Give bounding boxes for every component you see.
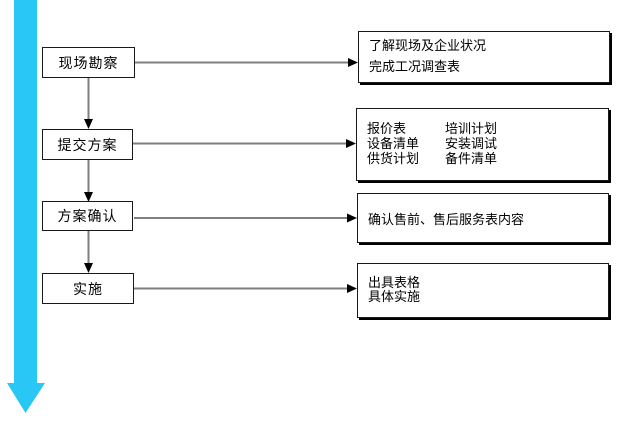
detail-line: 报价表 — [367, 122, 407, 137]
detail-line: 供货计划 — [367, 152, 420, 167]
step-box-implementation: 实施 — [42, 273, 134, 304]
step-box-submit-proposal: 提交方案 — [42, 129, 133, 160]
detail-line: 出具表格 — [368, 275, 421, 291]
right-arrowhead-icon — [347, 284, 357, 293]
step-box-proposal-confirmation: 方案确认 — [42, 201, 133, 231]
detail-line: 完成工况调查表 — [369, 60, 461, 75]
connector-step3-step4 — [84, 231, 93, 273]
step-box-site-survey: 现场勘察 — [42, 47, 135, 78]
detail-line: 具体实施 — [368, 289, 421, 305]
detail-column-right: 培训计划 安装调试 备件清单 — [445, 122, 604, 167]
right-arrowhead-icon — [347, 213, 357, 223]
detail-box-proposal-documents: 报价表 设备清单 供货计划 培训计划 安装调试 备件清单 — [356, 108, 609, 181]
right-arrowhead-icon — [348, 58, 358, 67]
connector-step1-step2 — [84, 78, 93, 129]
detail-columns: 报价表 设备清单 供货计划 培训计划 安装调试 备件清单 — [367, 122, 604, 167]
detail-line: 设备清单 — [367, 137, 420, 152]
detail-column-left: 报价表 设备清单 供货计划 — [367, 122, 445, 167]
right-arrowhead-icon — [346, 139, 356, 148]
detail-box-site-survey: 了解现场及企业状况 完成工况调查表 — [358, 31, 610, 83]
step-label: 现场勘察 — [58, 55, 119, 72]
step-label: 方案确认 — [57, 209, 118, 225]
connector-step1-detail1 — [135, 58, 358, 67]
connector-step2-step3 — [84, 160, 93, 202]
down-arrowhead-icon — [84, 263, 93, 273]
detail-line: 培训计划 — [445, 122, 498, 137]
step-label: 提交方案 — [57, 137, 118, 154]
connector-step4-detail4 — [134, 284, 357, 293]
detail-line: 安装调试 — [445, 137, 498, 152]
big-down-arrow-icon — [7, 0, 45, 413]
detail-box-implementation: 出具表格 具体实施 — [357, 263, 609, 318]
connector-step3-detail3 — [134, 213, 357, 223]
down-arrowhead-icon — [84, 192, 93, 202]
detail-line: 确认售前、售后服务表内容 — [368, 212, 525, 228]
detail-line: 了解现场及企业状况 — [369, 39, 487, 54]
step-label: 实施 — [73, 281, 103, 298]
detail-box-service-confirmation: 确认售前、售后服务表内容 — [357, 193, 609, 243]
detail-line: 备件清单 — [445, 152, 498, 167]
down-arrowhead-icon — [84, 119, 93, 129]
connector-step2-detail2 — [133, 139, 356, 148]
